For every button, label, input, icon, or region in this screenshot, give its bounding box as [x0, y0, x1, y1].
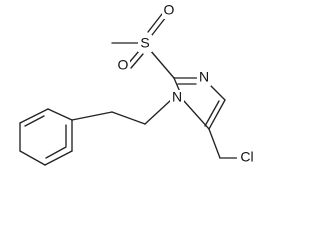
oxygen-upper-label: O	[164, 2, 175, 18]
benzene-inner-bond-1	[24, 115, 45, 127]
bond-ethyl-ch2-ch2	[111, 111, 146, 125]
oxygen-upper-mask	[162, 3, 176, 19]
bond-layer	[19, 13, 240, 166]
benzene-bond-1	[47, 108, 73, 121]
chlorine-mask	[237, 150, 257, 166]
nitrogen-ring-upper-label: N	[199, 69, 209, 85]
bond-sulfur-oxygen-upper-b	[151, 16, 167, 36]
molecule-diagram: S O O N N Cl	[19, 1, 257, 166]
benzene-bond-2	[19, 108, 49, 124]
benzene-bond-5	[44, 150, 73, 166]
bond-c4-c5-a	[208, 99, 226, 130]
chlorine-label: Cl	[240, 149, 253, 165]
benzene-inner-bond-2	[45, 146, 67, 159]
nitrogen-ring-lower-label: N	[172, 89, 182, 105]
bond-sulfur-oxygen-lower-b	[130, 53, 144, 69]
bond-c4-c5-b	[204, 100, 220, 127]
sulfur-mask	[138, 35, 152, 52]
benzene-bond-4	[19, 150, 46, 166]
bond-n1-c2	[173, 77, 181, 93]
bond-c5-ch2	[208, 128, 221, 159]
bond-sulfur-imidazole-c2	[149, 49, 175, 79]
bond-ethyl-phenyl	[71, 111, 113, 121]
nitrogen-upper-mask	[197, 70, 211, 86]
sulfur-label: S	[140, 35, 149, 51]
atom-mask-layer	[116, 3, 257, 166]
bond-c5-n1	[183, 100, 210, 130]
bond-sulfur-oxygen-upper-a	[147, 13, 163, 33]
nitrogen-lower-mask	[170, 90, 184, 106]
atom-label-layer: S O O N N Cl	[118, 2, 254, 165]
bond-n1-ethyl-ch2	[144, 99, 172, 125]
oxygen-lower-mask	[116, 58, 130, 74]
chemical-structure-canvas: S O O N N Cl	[19, 1, 257, 166]
oxygen-lower-label: O	[118, 57, 129, 73]
